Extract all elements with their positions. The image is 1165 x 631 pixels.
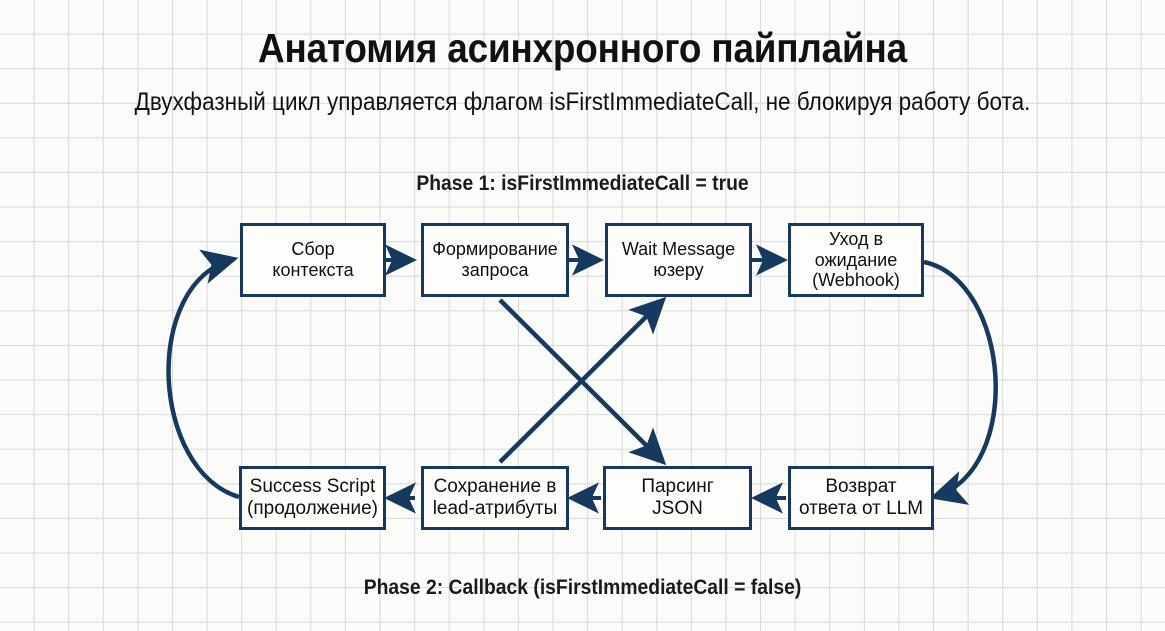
node-label: Wait Message юзеру: [621, 239, 736, 280]
node-label: Сохранение в lead-атрибуты: [432, 476, 558, 519]
edge-go-waiting-to-llm-response: [923, 259, 998, 505]
node-label: Формирование запроса: [432, 239, 558, 280]
node-llm-response[interactable]: Возврат ответа от LLM: [788, 466, 934, 530]
node-wait-message[interactable]: Wait Message юзеру: [605, 223, 752, 297]
node-label: Сбор контекста: [272, 239, 354, 280]
node-parse-json[interactable]: Парсинг JSON: [603, 466, 752, 530]
phase-1-label: Phase 1: isFirstImmediateCall = true: [416, 172, 749, 195]
edge-success-script-to-collect-context: [166, 249, 240, 500]
node-label: Уход в ожидание (Webhook): [812, 229, 900, 291]
node-label: Success Script (продолжение): [247, 476, 378, 519]
page-subtitle: Двухфазный цикл управляется флагом isFir…: [134, 88, 1031, 116]
node-save-lead-attrs[interactable]: Сохранение в lead-атрибуты: [421, 466, 569, 530]
node-collect-context[interactable]: Сбор контекста: [240, 223, 386, 297]
node-build-request[interactable]: Формирование запроса: [421, 223, 569, 297]
node-success-script[interactable]: Success Script (продолжение): [239, 466, 386, 530]
node-label: Возврат ответа от LLM: [798, 476, 924, 519]
edge-build-request-to-parse-json: [498, 298, 667, 466]
edge-save-lead-attrs-to-wait-message: [498, 296, 667, 464]
node-label: Парсинг JSON: [641, 476, 714, 519]
node-go-waiting[interactable]: Уход в ожидание (Webhook): [788, 223, 924, 297]
phase-2-label: Phase 2: Callback (isFirstImmediateCall …: [363, 576, 802, 599]
page-title: Анатомия асинхронного пайплайна: [258, 25, 907, 71]
